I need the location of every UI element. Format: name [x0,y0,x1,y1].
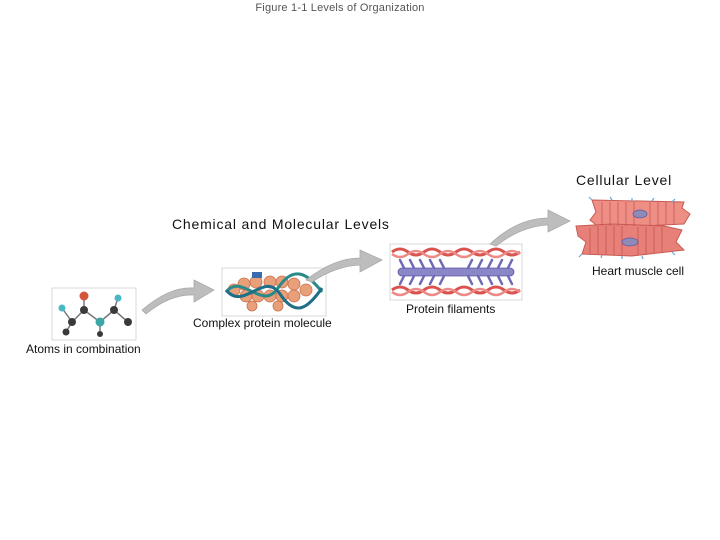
protein-molecule-label: Complex protein molecule [193,316,332,330]
heart-muscle-cell-label: Heart muscle cell [591,264,685,278]
arrow-1 [141,279,215,315]
arrow-3 [489,209,571,247]
cellular-level-label: Cellular Level [576,172,673,188]
atoms-label: Atoms in combination [26,342,141,356]
protein-filaments-label: Protein filaments [406,302,496,316]
atoms-illustration [51,287,137,341]
chemical-molecular-levels-label: Chemical and Molecular Levels [172,216,390,232]
heart-muscle-cell-illustration [575,196,691,260]
protein-molecule-illustration [221,267,327,317]
arrow-2 [305,249,383,283]
figure-title: Figure 1-1 Levels of Organization [255,2,425,14]
protein-filaments-illustration [389,243,523,301]
